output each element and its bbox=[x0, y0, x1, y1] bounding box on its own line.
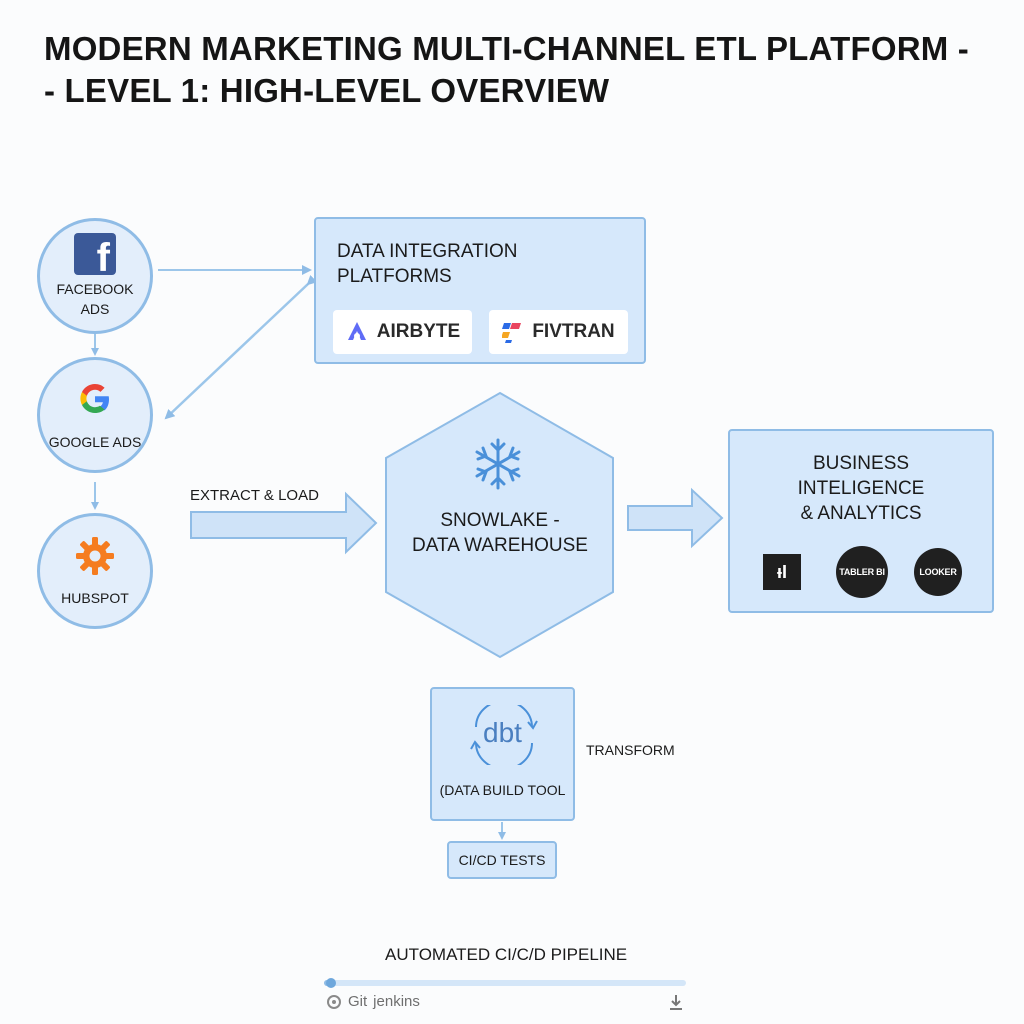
page-title: MODERN MARKETING MULTI-CHANNEL ETL PLATF… bbox=[44, 28, 984, 112]
dbt-logo-text: dbt bbox=[483, 717, 522, 748]
arrow-warehouse-to-bi bbox=[627, 487, 724, 549]
tableau-badge[interactable]: TABLER BI bbox=[836, 546, 888, 598]
facebook-ads-label: FACEBOOK ADS bbox=[56, 281, 134, 317]
google-ads-label: GOOGLE ADS bbox=[48, 433, 142, 450]
git-icon bbox=[327, 994, 341, 1009]
power-bi-icon[interactable]: ᵻI bbox=[763, 554, 801, 590]
pipeline-progress-knob[interactable] bbox=[326, 978, 336, 988]
google-logo-icon bbox=[75, 379, 115, 424]
source-google-ads[interactable]: GOOGLE ADS bbox=[37, 357, 153, 473]
warehouse-label: SNOWLAKE - DATA WAREHOUSE bbox=[412, 510, 588, 556]
dbt-label: (DATA BUILD TOOL bbox=[439, 782, 566, 798]
arrow-integration-google bbox=[164, 274, 318, 420]
fivetran-badge[interactable]: FIVTRAN bbox=[489, 310, 628, 354]
facebook-logo-icon: f bbox=[74, 233, 116, 275]
integration-title: DATA INTEGRATION PLATFORMS bbox=[337, 241, 518, 287]
source-hubspot[interactable]: HUBSPOT bbox=[37, 513, 153, 629]
hubspot-gear-icon bbox=[74, 535, 116, 582]
bi-title: BUSINESS INTELIGENCE & ANALYTICS bbox=[797, 453, 925, 524]
title-line-1: MODERN MARKETING MULTI-CHANNEL ETL PLATF… bbox=[44, 30, 969, 67]
pipeline-tools: Git jenkins bbox=[326, 993, 420, 1010]
title-line-2: - LEVEL 1: HIGH-LEVEL OVERVIEW bbox=[44, 72, 610, 109]
pipeline-title: AUTOMATED CI/C/D PIPELINE bbox=[385, 945, 628, 964]
transform-label: TRANSFORM bbox=[586, 742, 675, 758]
pipeline-progress-track bbox=[324, 978, 686, 988]
fivetran-logo-icon bbox=[502, 323, 522, 343]
bi-analytics-box[interactable]: BUSINESS INTELIGENCE & ANALYTICS ᵻI TABL… bbox=[728, 429, 994, 613]
airbyte-badge[interactable]: AIRBYTE bbox=[333, 310, 472, 354]
git-label: Git bbox=[348, 993, 368, 1010]
hubspot-label: HUBSPOT bbox=[61, 589, 129, 606]
airbyte-logo-icon bbox=[347, 322, 366, 340]
jenkins-label: jenkins bbox=[373, 993, 420, 1010]
snowflake-icon bbox=[470, 436, 526, 497]
source-facebook-ads[interactable]: f FACEBOOK ADS bbox=[37, 218, 153, 334]
looker-badge[interactable]: LOOKER bbox=[914, 548, 962, 596]
arrow-extract-load bbox=[190, 491, 378, 555]
download-icon[interactable] bbox=[668, 993, 684, 1016]
cicd-tests-box[interactable]: CI/CD TESTS bbox=[447, 841, 557, 879]
extract-load-label: EXTRACT & LOAD bbox=[190, 487, 319, 504]
integration-platforms-box[interactable]: DATA INTEGRATION PLATFORMS AIRBYTE FIVTR… bbox=[314, 217, 646, 364]
warehouse-hexagon bbox=[385, 391, 614, 659]
dbt-box[interactable]: dbt (DATA BUILD TOOL bbox=[430, 687, 575, 821]
